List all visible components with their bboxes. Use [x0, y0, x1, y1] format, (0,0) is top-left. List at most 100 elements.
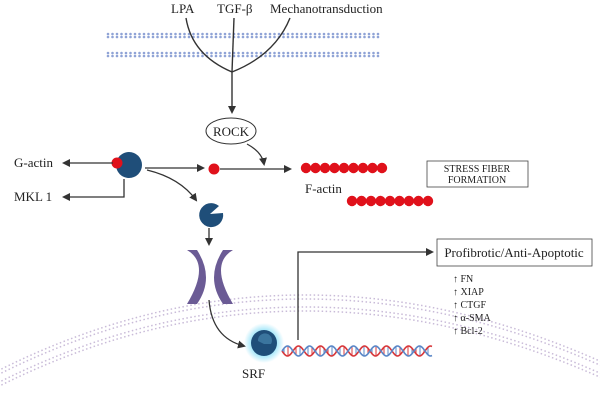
- membrane-dot: [196, 35, 200, 39]
- membrane-dot: [241, 35, 245, 39]
- membrane-dot: [160, 32, 164, 36]
- membrane-dot: [151, 32, 155, 36]
- membrane-dot: [304, 54, 308, 58]
- membrane-dot: [142, 32, 146, 36]
- membrane-dot: [228, 35, 231, 39]
- membrane-dot: [349, 35, 353, 39]
- f-actin-monomer: [329, 162, 340, 174]
- membrane-dot: [318, 54, 321, 58]
- membrane-dot: [367, 35, 371, 39]
- f-actin-monomer: [346, 195, 358, 207]
- membrane-dot: [210, 54, 213, 58]
- membrane-dot: [331, 32, 335, 36]
- membrane-dot: [349, 32, 353, 36]
- membrane-dot: [138, 32, 141, 36]
- rock-arrow: [246, 143, 267, 166]
- membrane-dot: [300, 51, 303, 55]
- membrane-dot: [291, 35, 294, 39]
- membrane-dot: [165, 32, 168, 36]
- f-actin-monomer: [394, 195, 405, 207]
- gene-item: ↑ CTGF: [453, 300, 487, 311]
- membrane-dot: [264, 54, 267, 58]
- membrane-dot: [354, 35, 357, 39]
- profibrotic-title: Profibrotic/Anti-Apoptotic: [444, 245, 584, 260]
- g-actin-label: G-actin: [14, 155, 53, 170]
- membrane-dot: [219, 32, 222, 36]
- membrane-dot: [367, 54, 371, 58]
- membrane-dot: [273, 54, 276, 58]
- membrane-dot: [358, 35, 362, 39]
- membrane-dot: [327, 32, 330, 36]
- membrane-dot: [156, 32, 159, 36]
- membrane-dot: [340, 35, 344, 39]
- membrane-dot: [336, 54, 339, 58]
- membrane-dot: [111, 54, 114, 58]
- mkl1-g-actin-complex: [111, 152, 142, 178]
- membrane-dot: [124, 35, 128, 39]
- membrane-dot: [268, 32, 272, 36]
- membrane-dot: [322, 51, 326, 55]
- membrane-dot: [349, 51, 353, 55]
- membrane-dot: [192, 54, 195, 58]
- nuclear-pore: [187, 250, 233, 304]
- membrane-dot: [300, 54, 303, 58]
- membrane-dot: [111, 35, 114, 39]
- membrane-dot: [322, 35, 326, 39]
- f-actin-monomer: [357, 162, 369, 174]
- membrane-dot: [169, 35, 173, 39]
- membrane-dot: [336, 32, 339, 36]
- f-actin-monomer: [310, 162, 321, 174]
- membrane-dot: [367, 32, 371, 36]
- membrane-dot: [376, 54, 380, 58]
- membrane-dot: [286, 32, 290, 36]
- membrane-dot: [331, 51, 335, 55]
- membrane-dot: [282, 54, 285, 58]
- lpa-label: LPA: [171, 1, 195, 16]
- membrane-dot: [358, 51, 362, 55]
- membrane-dot: [313, 32, 317, 36]
- membrane-dot: [264, 32, 267, 36]
- membrane-dot: [151, 54, 155, 58]
- f-actin-monomer: [348, 162, 359, 174]
- membrane-dot: [165, 51, 168, 55]
- membrane-dot: [277, 54, 281, 58]
- membrane-dot: [309, 32, 312, 36]
- f-actin-monomer: [376, 162, 388, 174]
- membrane-dot: [250, 32, 254, 36]
- membrane-dot: [259, 32, 263, 36]
- mkl1-translocation-arrow: [146, 169, 198, 202]
- membrane-dot: [372, 35, 375, 39]
- membrane-dot: [376, 32, 380, 36]
- membrane-dot: [156, 35, 159, 39]
- membrane-dot: [277, 51, 281, 55]
- membrane-dot: [219, 35, 222, 39]
- membrane-dot: [241, 54, 245, 58]
- membrane-dot: [376, 35, 380, 39]
- membrane-dot: [201, 54, 204, 58]
- nuclear-membrane: [0, 294, 600, 387]
- membrane-dot: [273, 35, 276, 39]
- membrane-dot: [354, 54, 357, 58]
- membrane-dot: [178, 54, 182, 58]
- membrane-dot: [187, 54, 191, 58]
- membrane-dot: [147, 54, 150, 58]
- membrane-dot: [111, 32, 114, 36]
- membrane-dot: [151, 35, 155, 39]
- membrane-dot: [111, 51, 114, 55]
- membrane-dot: [327, 54, 330, 58]
- membrane-dot: [138, 35, 141, 39]
- membrane-dot: [120, 35, 123, 39]
- srf-label: SRF: [242, 366, 265, 381]
- membrane-dot: [349, 54, 353, 58]
- membrane-dot: [205, 35, 209, 39]
- membrane-dot: [376, 51, 380, 55]
- membrane-dot: [223, 32, 227, 36]
- membrane-dot: [327, 35, 330, 39]
- membrane-dot: [187, 35, 191, 39]
- membrane-dot: [363, 54, 366, 58]
- membrane-dot: [129, 32, 132, 36]
- membrane-dot: [183, 35, 186, 39]
- membrane-dot: [336, 51, 339, 55]
- membrane-dot: [129, 51, 132, 55]
